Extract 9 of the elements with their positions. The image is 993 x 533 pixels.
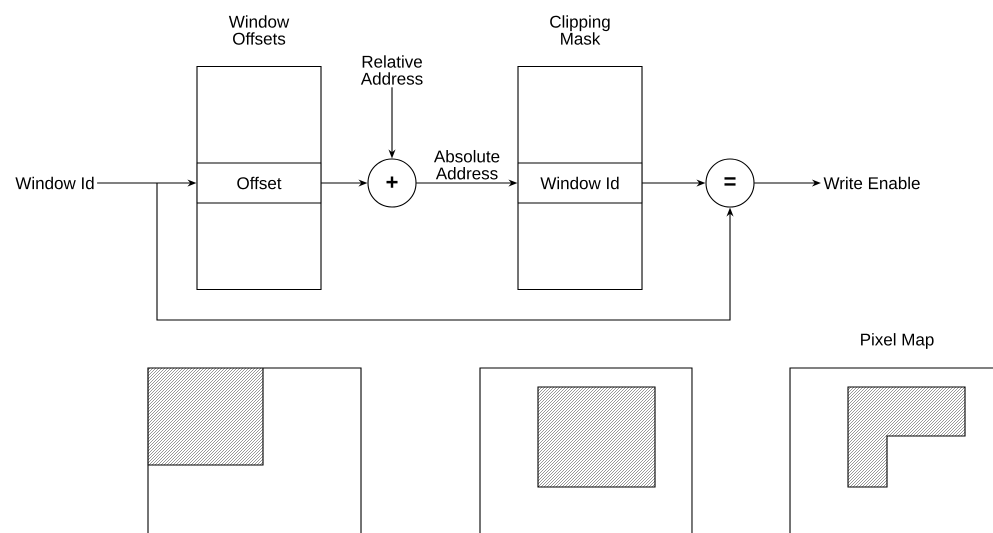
input-label: Write Enable bbox=[824, 176, 920, 190]
table-row: Window Id bbox=[517, 162, 643, 204]
edge-label: Absolute Address bbox=[434, 150, 500, 180]
map-title: Pixel Map bbox=[861, 333, 934, 349]
node-label: Clipping Mask bbox=[550, 15, 610, 45]
input-label: Relative Address bbox=[360, 55, 423, 85]
table-row: Offset bbox=[196, 162, 322, 204]
input-label: Window Id bbox=[15, 176, 94, 190]
node-label: Window Offsets bbox=[228, 15, 290, 45]
